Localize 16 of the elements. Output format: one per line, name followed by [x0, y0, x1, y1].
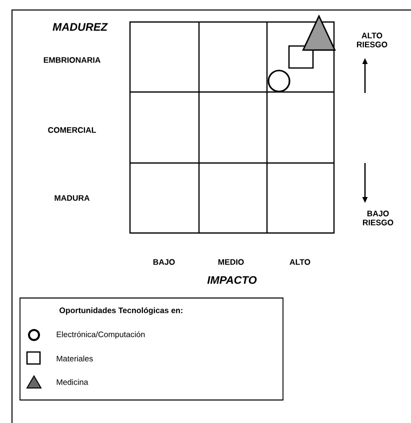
risk-label: ALTO RIESGO: [356, 32, 388, 48]
legend-label: Medicina: [56, 379, 88, 385]
column-label: MEDIO: [218, 259, 244, 265]
circle-marker: [268, 70, 290, 92]
risk-label: BAJO RIESGO: [362, 210, 394, 226]
legend-label: Materiales: [56, 356, 93, 362]
column-label: ALTO: [290, 259, 310, 265]
axis-title: MADUREZ: [52, 23, 108, 31]
row-label: COMERCIAL: [48, 127, 96, 133]
column-label: BAJO: [153, 259, 175, 265]
row-label: EMBRIONARIA: [44, 57, 100, 63]
legend-label: Electrónica/Computación: [56, 331, 145, 339]
square-marker: [288, 45, 314, 69]
legend-title: Oportunidades Tecnológicas en:: [60, 307, 182, 315]
axis-title: IMPACTO: [207, 276, 257, 284]
row-label: MADURA: [54, 195, 90, 201]
